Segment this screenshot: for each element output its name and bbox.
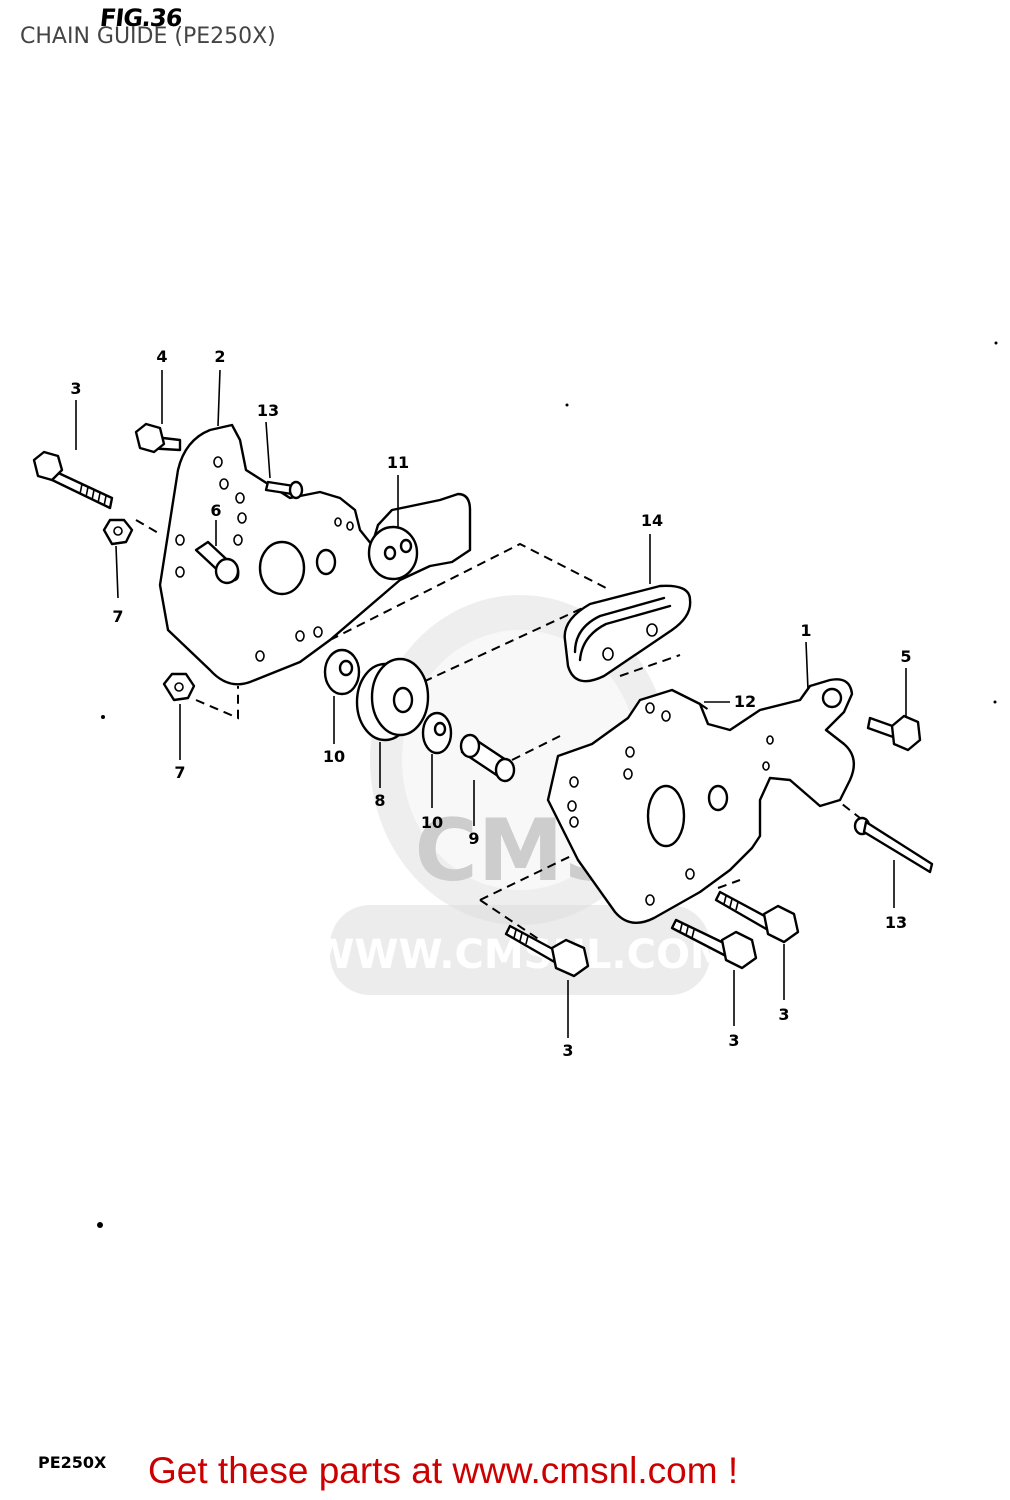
callout-8: 8: [374, 791, 385, 810]
callout-1: 1: [800, 621, 811, 640]
callout-4: 4: [156, 347, 167, 366]
bolt-3-long: [32, 450, 114, 510]
callout-13-right: 13: [885, 913, 907, 932]
get-parts-link[interactable]: Get these parts at www.cmsnl.com !: [148, 1450, 739, 1491]
callout-11: 11: [387, 453, 409, 472]
left-guide-plate: [158, 423, 472, 686]
washer-10-left: [323, 648, 361, 696]
bolt-4: [134, 422, 182, 454]
nut-7-lower: [162, 672, 196, 702]
right-guide-plate: [546, 678, 856, 924]
callout-10-left: 10: [323, 747, 345, 766]
callout-12: 12: [734, 692, 756, 711]
bolt-3-bottom-center: [504, 924, 590, 978]
page-title: CHAIN GUIDE (PE250X): [20, 24, 276, 49]
bolt-3-far-right: [714, 890, 800, 944]
callout-6: 6: [210, 501, 221, 520]
callout-3-right: 3: [778, 1005, 789, 1024]
roller-8: [355, 657, 430, 742]
collar-6: [194, 540, 240, 585]
washer-10-right: [421, 711, 453, 755]
callout-7-lower: 7: [174, 763, 185, 782]
chain-slider-14: [563, 584, 692, 683]
bolt-3-middle-right: [670, 918, 758, 970]
callout-3-center: 3: [728, 1031, 739, 1050]
collar-9: [459, 733, 516, 783]
leader-lines: [75, 369, 907, 1038]
callout-10-right: 10: [421, 813, 443, 832]
callout-7-upper: 7: [112, 607, 123, 626]
rivet-13-right: [853, 816, 934, 874]
model-code: PE250X: [38, 1453, 107, 1472]
bolt-5: [866, 714, 922, 752]
nut-7-upper: [102, 518, 134, 546]
part-callouts: 3 4 2 13 11 6 7 14 1 5 12 7 10 8 10 9 13…: [70, 347, 911, 1060]
callout-2: 2: [214, 347, 225, 366]
callout-3-top-left: 3: [70, 379, 81, 398]
callout-13-top: 13: [257, 401, 279, 420]
callout-9: 9: [468, 829, 479, 848]
callout-5: 5: [900, 647, 911, 666]
rivet-13-top: [264, 480, 304, 500]
rubber-bush-11: [367, 525, 419, 581]
scan-specks: [97, 341, 998, 1228]
callout-14: 14: [641, 511, 663, 530]
callout-3-bottom: 3: [562, 1041, 573, 1060]
